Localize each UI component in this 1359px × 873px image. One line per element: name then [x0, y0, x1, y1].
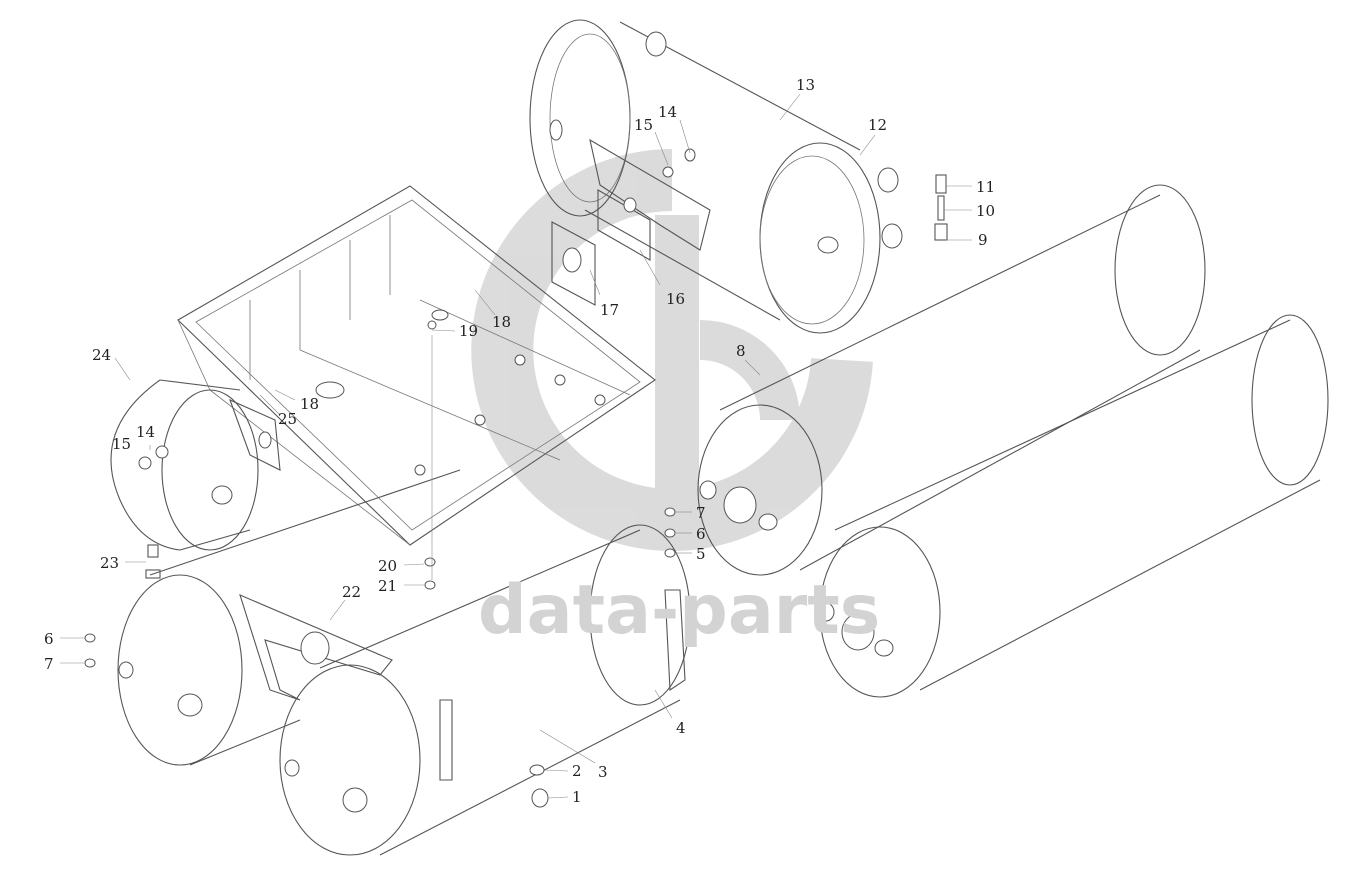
- tank-bracket: [229, 398, 281, 471]
- callout-15a: 15: [634, 116, 653, 134]
- callout-7a: 7: [696, 504, 706, 522]
- callout-7b: 7: [44, 655, 54, 673]
- callout-21: 21: [378, 577, 397, 595]
- callout-11: 11: [976, 178, 995, 196]
- callout-8: 8: [736, 342, 746, 360]
- air-tank-right-b: [817, 314, 1329, 698]
- callout-15b: 15: [112, 435, 131, 453]
- air-tank-right-a: [697, 184, 1206, 576]
- callout-18b: 18: [300, 395, 319, 413]
- callout-18a: 18: [492, 313, 511, 331]
- callout-1: 1: [572, 788, 582, 806]
- callout-5: 5: [696, 545, 706, 563]
- callout-19: 19: [459, 322, 478, 340]
- tank-strap-bracket: [239, 594, 393, 701]
- leader-lines: [60, 93, 972, 799]
- mounting-bracket: [551, 138, 711, 306]
- air-tank-front-left-a: [117, 469, 461, 766]
- air-tank-left: [110, 379, 259, 551]
- watermark-logo: [471, 149, 873, 551]
- callout-6b: 6: [44, 630, 54, 648]
- callout-16: 16: [666, 290, 685, 308]
- callout-9: 9: [978, 231, 988, 249]
- callout-2: 2: [572, 762, 582, 780]
- callout-13: 13: [796, 76, 815, 94]
- callout-14a: 14: [658, 103, 677, 121]
- callout-23: 23: [100, 554, 119, 572]
- air-tank-front-left-b: [279, 524, 691, 856]
- callout-22: 22: [342, 583, 361, 601]
- callout-6a: 6: [696, 525, 706, 543]
- callout-25: 25: [278, 410, 297, 428]
- callout-10: 10: [976, 202, 995, 220]
- callout-14b: 14: [136, 423, 155, 441]
- air-tank-top: [529, 19, 903, 334]
- watermark-text: data-parts: [478, 571, 880, 650]
- valve-fitting: [934, 174, 948, 241]
- hardware-parts: [84, 320, 676, 808]
- battery-tray: [177, 185, 656, 546]
- callout-4: 4: [676, 719, 686, 737]
- callout-3: 3: [598, 763, 608, 781]
- callout-24: 24: [92, 346, 111, 364]
- callout-12: 12: [868, 116, 887, 134]
- callout-labels: 1 2 3 4 5 6 7 6 7 8 9 10 11 12 13 14 15 …: [44, 76, 995, 806]
- callout-17: 17: [600, 301, 619, 319]
- callout-20: 20: [378, 557, 397, 575]
